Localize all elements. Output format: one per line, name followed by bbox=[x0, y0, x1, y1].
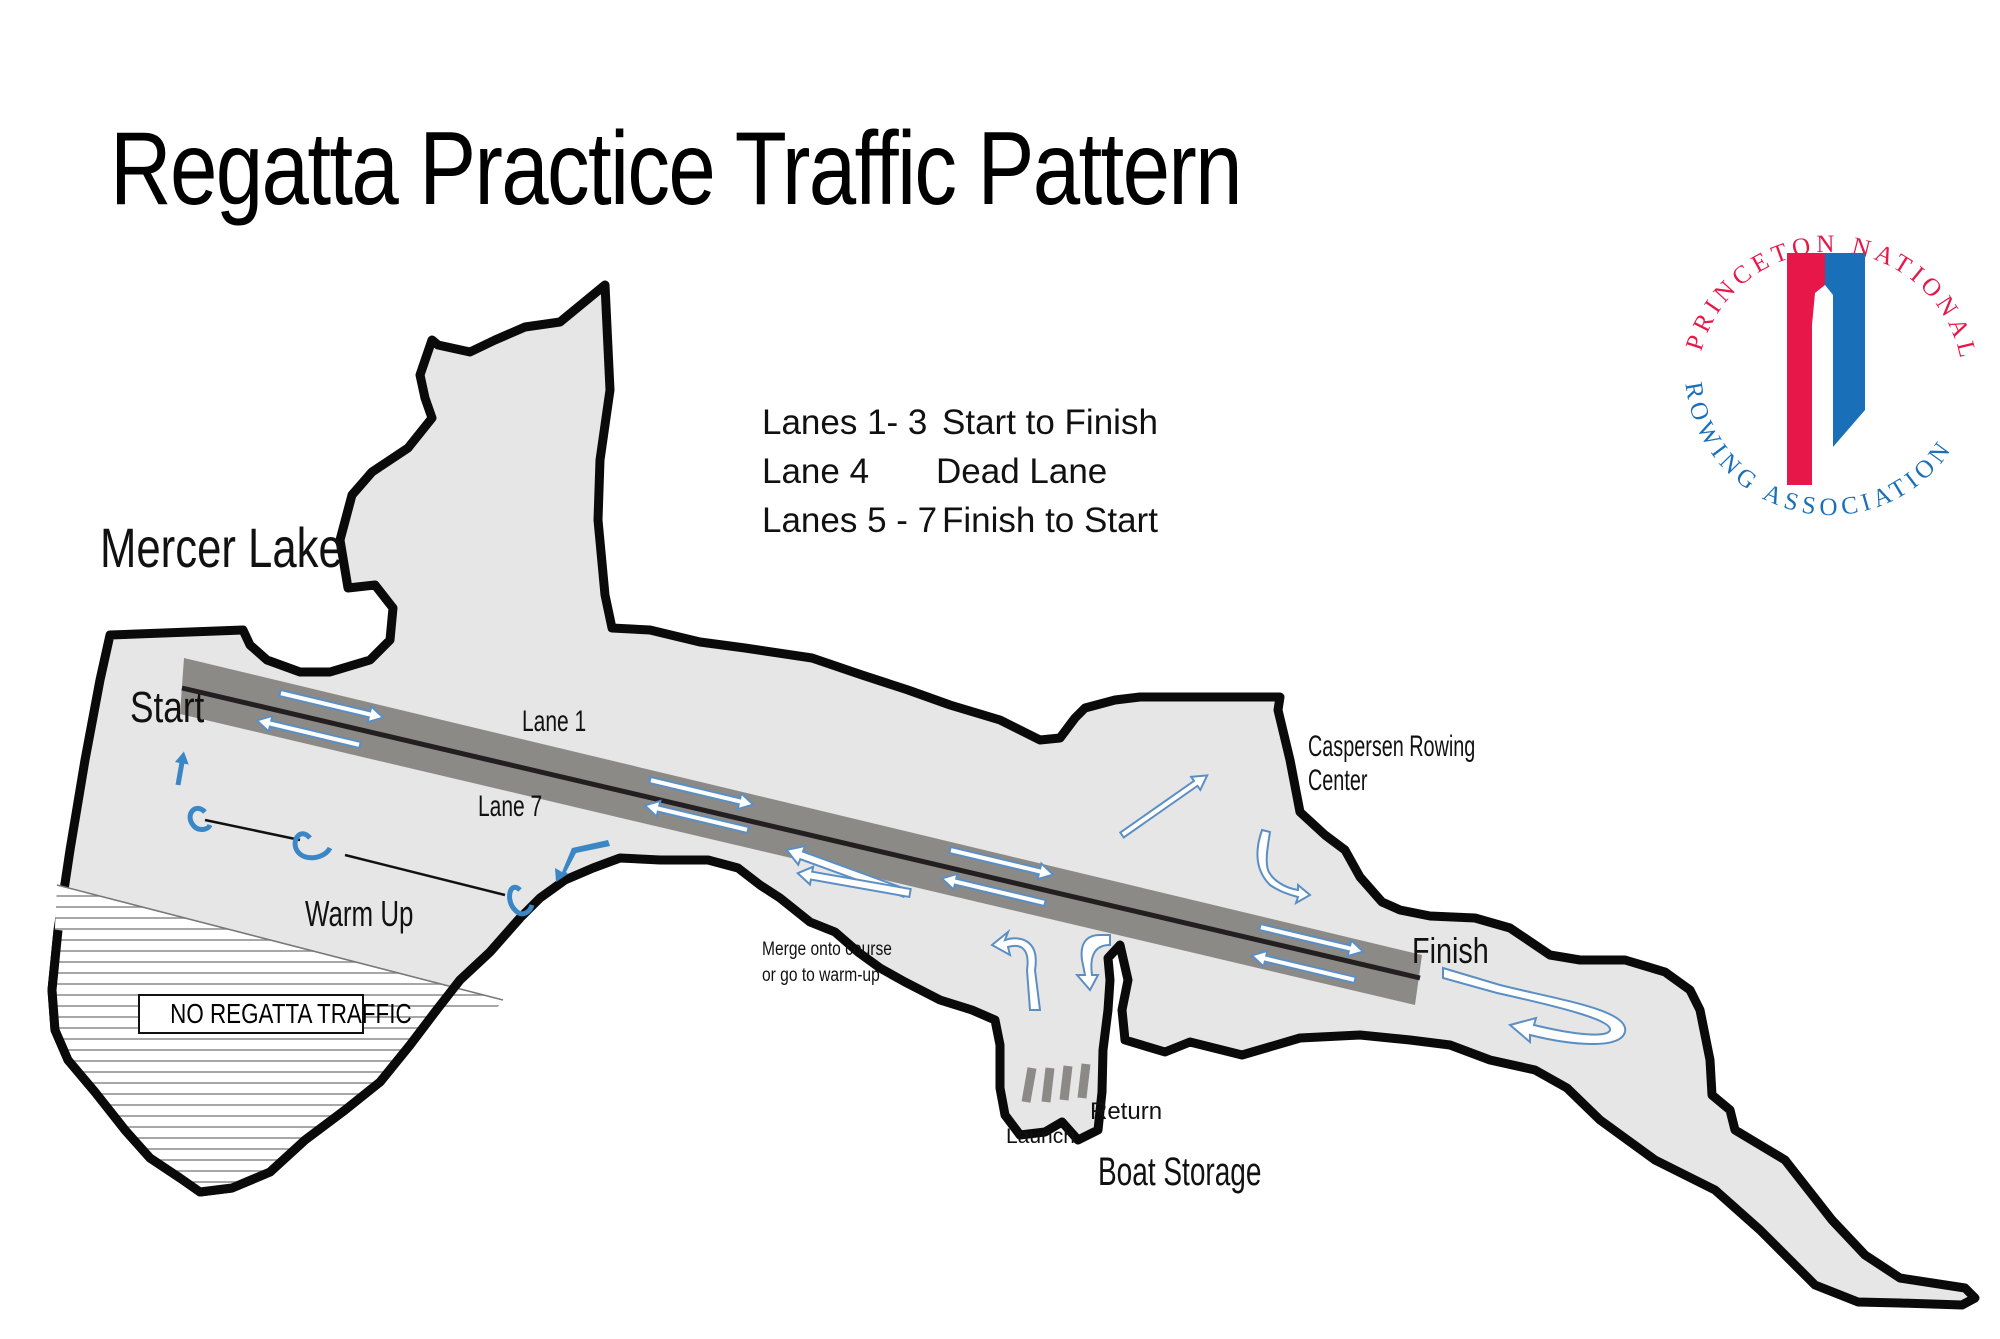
legend-lanes: Lanes 1- 3 bbox=[762, 403, 928, 442]
arrow-finish-to-start bbox=[939, 872, 1047, 908]
legend-lanes: Lane 4 bbox=[762, 452, 870, 491]
caspersen-label: Caspersen Rowing Center bbox=[1308, 730, 1476, 797]
course-center-line bbox=[181, 685, 1421, 981]
caspersen-turn-arrow bbox=[1256, 828, 1312, 906]
shoreline-south-west bbox=[47, 915, 524, 1197]
warmup-turn-icon bbox=[187, 805, 213, 832]
warmup-turn-icon bbox=[292, 831, 333, 861]
lane-7-label: Lane 7 bbox=[478, 790, 543, 823]
arrow-start-to-finish bbox=[948, 845, 1056, 881]
oar-icon-blue bbox=[1825, 253, 1865, 447]
legend-rule: Dead Lane bbox=[936, 452, 1108, 491]
no-traffic-boundary bbox=[56, 884, 504, 1001]
start-label: Start bbox=[130, 683, 205, 732]
warmup-label: Warm Up bbox=[305, 893, 414, 934]
legend-rule: Finish to Start bbox=[942, 501, 1158, 540]
boat-storage-label: Boat Storage bbox=[1098, 1150, 1262, 1194]
finish-turnaround-arrow bbox=[1442, 966, 1627, 1045]
legend-lanes: Lanes 5 - 7 bbox=[762, 501, 938, 540]
launch-arrow bbox=[1074, 934, 1111, 992]
arrow-start-to-finish bbox=[1258, 922, 1366, 958]
arrow-finish-to-start bbox=[254, 714, 362, 750]
finish-label: Finish bbox=[1412, 930, 1489, 971]
return-label: Return bbox=[1090, 1098, 1163, 1125]
warmup-entry-arrow bbox=[555, 840, 610, 882]
lane-1-label: Lane 1 bbox=[522, 705, 587, 738]
lane-legend: Lanes 1- 3 Start to Finish Lane 4 Dead Lan… bbox=[762, 398, 1158, 545]
boat-storage-racks bbox=[1021, 1063, 1091, 1103]
pnra-logo: PRINCETON NATIONAL ROWING ASSOCIATION bbox=[1679, 231, 1982, 521]
merge-label: Merge onto course or go to warm-up bbox=[762, 939, 892, 986]
arrow-start-to-finish bbox=[278, 688, 386, 724]
legend-row: Lanes 1- 3 Start to Finish bbox=[762, 398, 1158, 447]
lake-water bbox=[47, 280, 1980, 1310]
legend-row: Lane 4 Dead Lane bbox=[762, 447, 1158, 496]
lane-arrows bbox=[254, 688, 1366, 985]
warmup-exit-arrow bbox=[174, 751, 189, 786]
legend-rule: Start to Finish bbox=[942, 403, 1158, 442]
arrow-finish-to-start bbox=[642, 799, 750, 835]
no-regatta-traffic-label: NO REGATTA TRAFFIC bbox=[138, 994, 412, 1034]
arrow-start-to-finish bbox=[648, 775, 756, 811]
logo-text-top: PRINCETON NATIONAL bbox=[1681, 231, 1982, 365]
lake-name-label: Mercer Lake bbox=[100, 516, 343, 579]
page-title: Regatta Practice Traffic Pattern bbox=[110, 111, 1243, 227]
oar-icon bbox=[1787, 253, 1825, 485]
return-arrow bbox=[990, 928, 1042, 1011]
arrow-finish-to-start bbox=[1249, 949, 1357, 985]
launch-label: Launch bbox=[1006, 1125, 1075, 1148]
warmup-turn-icon bbox=[507, 885, 535, 917]
merge-arrows bbox=[784, 774, 1627, 1045]
warmup-area bbox=[174, 751, 610, 917]
no-traffic-zone bbox=[52, 885, 505, 1192]
logo-text-bottom: ROWING ASSOCIATION bbox=[1679, 380, 1958, 521]
